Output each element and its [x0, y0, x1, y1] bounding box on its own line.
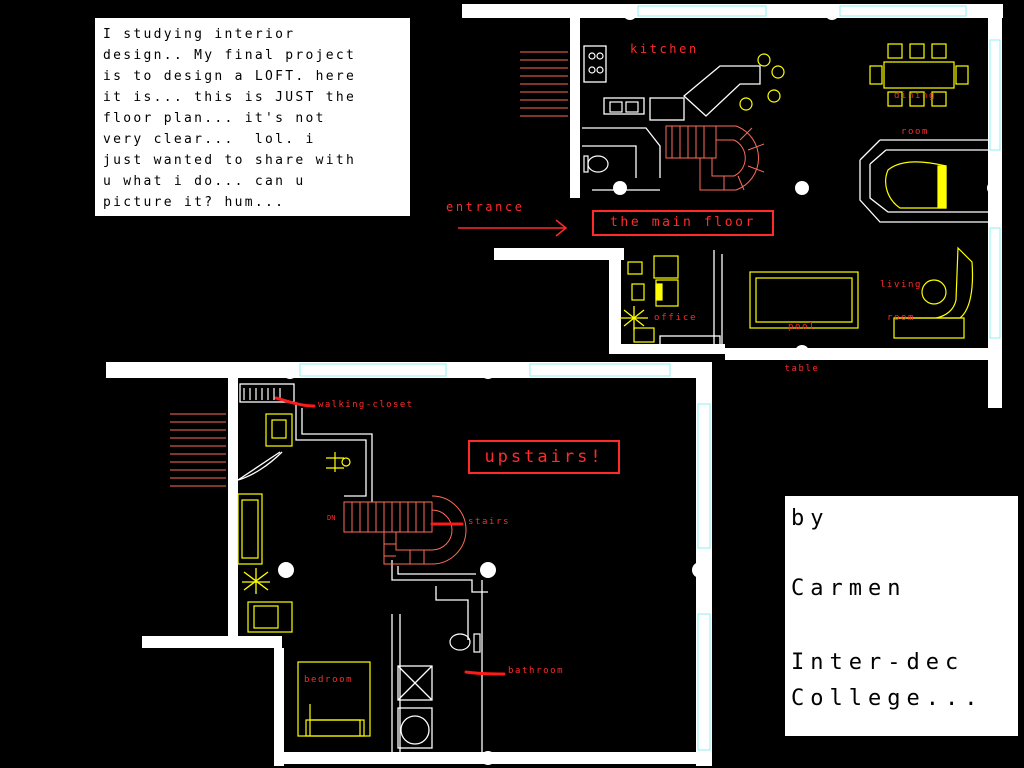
credit-author: Carmen — [791, 576, 907, 601]
office-plant-icon — [620, 306, 648, 330]
living-room-label: living room — [874, 258, 928, 335]
dining-room-label-line1: dining — [893, 91, 937, 101]
dining-room-label-line2: room — [900, 127, 930, 137]
upstairs-furniture — [237, 413, 371, 737]
credit-school-line1: Inter-dec — [791, 650, 965, 675]
pool-table-label-line2: table — [784, 364, 820, 374]
upstairs-windows — [299, 363, 711, 751]
main-floor-furniture — [627, 43, 974, 343]
pool-table-label-line1: pool — [787, 322, 817, 332]
upstairs-title: upstairs! — [468, 440, 620, 474]
main-floor-fixtures — [583, 52, 639, 173]
main-floor-interior — [582, 45, 988, 347]
entrance-label: entrance — [446, 200, 525, 214]
entrance-arrow-icon — [458, 219, 568, 237]
credit-school-line2: College... — [791, 686, 984, 711]
dining-room-label: dining room — [888, 66, 942, 150]
upstairs-stairs — [343, 495, 467, 565]
office-label: office — [654, 313, 698, 323]
upstairs-plant-icon — [242, 568, 270, 594]
bathroom-label: bathroom — [508, 666, 565, 676]
credit-line-by: by — [791, 506, 830, 531]
stairs-label: stairs — [468, 517, 511, 527]
walking-closet-label: walking-closet — [318, 400, 414, 410]
kitchen-label: kitchen — [630, 42, 699, 56]
intro-text-box: I studying interior design.. My final pr… — [95, 18, 410, 216]
pool-table-label: pool table — [774, 292, 830, 390]
main-floor-stairs — [665, 125, 765, 191]
upstairs-columns — [278, 365, 708, 765]
upstairs-interior — [237, 383, 488, 752]
bedroom-label: bedroom — [304, 675, 354, 685]
living-room-label-line1: living — [879, 280, 923, 290]
upstairs-fixtures — [243, 388, 481, 653]
main-floor-title: the main floor — [592, 210, 774, 236]
main-floor-walls — [462, 4, 1003, 408]
main-floor-exterior-steps — [520, 51, 568, 117]
main-floor-columns — [613, 6, 1001, 359]
label-pointers — [274, 396, 506, 676]
stair-down-marker: DN — [327, 514, 336, 522]
main-floor-windows — [637, 5, 1001, 339]
credit-box: by Carmen Inter-dec College... — [785, 496, 1018, 736]
upstairs-exterior-steps — [170, 413, 226, 487]
living-room-label-line2: room — [886, 313, 916, 323]
